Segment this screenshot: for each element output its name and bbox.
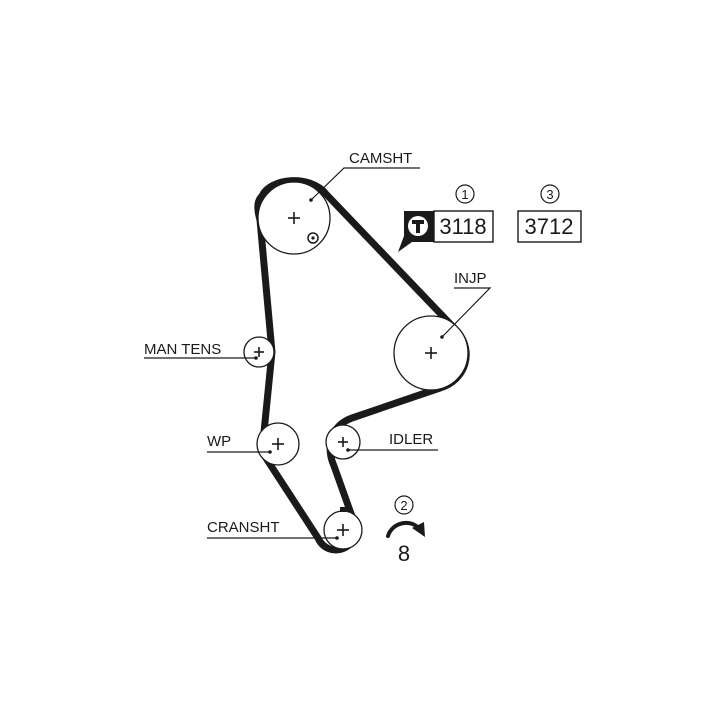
callout-one-circle bbox=[455, 184, 475, 204]
belt-teeth-box bbox=[433, 210, 494, 243]
injection-pump-label: INJP bbox=[454, 270, 487, 287]
t-badge-icon bbox=[398, 211, 434, 252]
camshaft-center-icon bbox=[288, 212, 300, 224]
camshaft-leader bbox=[310, 167, 420, 201]
manual-tensioner-center-icon bbox=[254, 347, 264, 357]
callout-three-circle bbox=[540, 184, 560, 204]
belt-teeth-value: 3118 bbox=[439, 214, 486, 239]
water-pump-label: WP bbox=[207, 433, 231, 450]
second-value: 3712 bbox=[525, 214, 574, 239]
injection-pump-leader bbox=[441, 287, 492, 338]
crankshaft-label: CRANSHT bbox=[207, 519, 280, 536]
idler-center-icon bbox=[338, 437, 348, 447]
timing-mark-icon bbox=[307, 232, 319, 244]
camshaft-label: CAMSHT bbox=[349, 150, 412, 167]
water-pump-center-icon bbox=[272, 438, 284, 450]
idler-label: IDLER bbox=[389, 431, 433, 448]
callout-one-number: 1 bbox=[461, 187, 468, 202]
manual-tensioner-label: MAN TENS bbox=[144, 341, 221, 358]
callout-two-number: 2 bbox=[400, 498, 407, 513]
crankshaft-center-icon bbox=[337, 524, 349, 536]
rotation-arrow-icon bbox=[386, 520, 425, 538]
crankshaft-timing-mark bbox=[340, 507, 346, 512]
injection-pump-center-icon bbox=[425, 347, 437, 359]
second-value-box bbox=[517, 210, 582, 243]
callout-two-circle bbox=[394, 495, 414, 515]
rotation-value: 8 bbox=[398, 541, 410, 566]
callout-three-number: 3 bbox=[546, 187, 553, 202]
